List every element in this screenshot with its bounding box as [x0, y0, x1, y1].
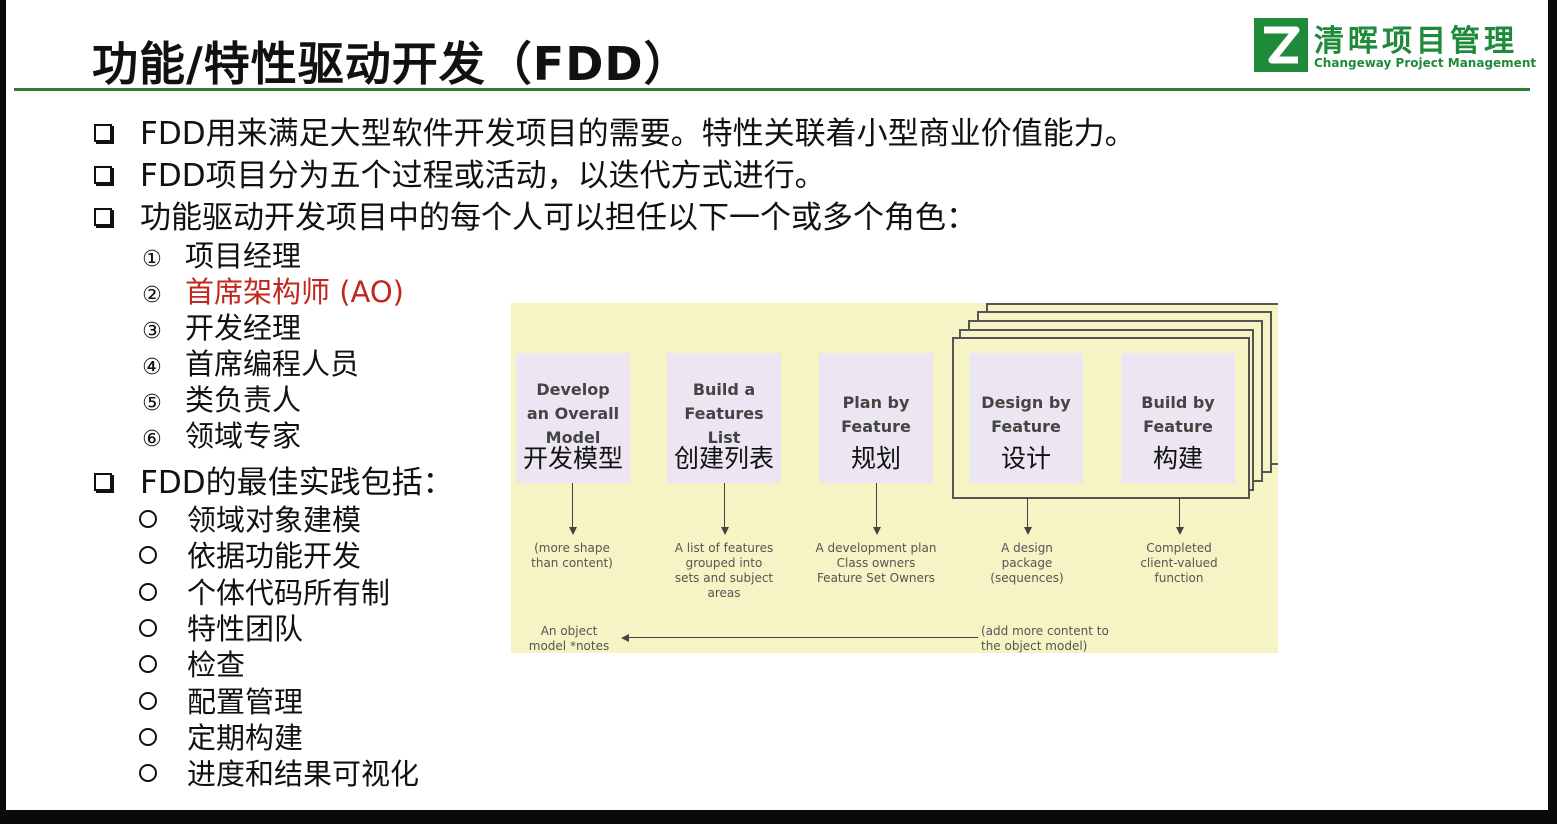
- arrow-left-icon: [621, 634, 629, 642]
- arrow-down-icon: [1176, 527, 1184, 535]
- company-logo: 清晖项目管理 Changeway Project Management: [1254, 18, 1536, 74]
- practice-item: 特性团队: [139, 611, 303, 647]
- arrow-line: [1179, 497, 1180, 528]
- arrow-down-icon: [721, 527, 729, 535]
- square-bullet-icon: [94, 472, 112, 491]
- circle-bullet-icon: [139, 764, 157, 782]
- circle-bullet-icon: [139, 692, 157, 710]
- slide: 功能/特性驱动开发（FDD） 清晖项目管理 Changeway Project …: [6, 0, 1548, 810]
- bullet-2: FDD项目分为五个过程或活动，以迭代方式进行。: [94, 156, 826, 196]
- circle-bullet-icon: [139, 546, 157, 564]
- circle-bullet-icon: [139, 510, 157, 528]
- logo-mark-icon: [1254, 18, 1308, 72]
- square-bullet-icon: [94, 123, 112, 142]
- arrow-down-icon: [1024, 527, 1032, 535]
- title-underline: [14, 88, 1530, 91]
- circle-bullet-icon: [139, 655, 157, 673]
- practice-item: 个体代码所有制: [139, 575, 390, 611]
- square-bullet-icon: [94, 165, 112, 184]
- bullet-4: FDD的最佳实践包括：: [94, 463, 454, 503]
- page-title: 功能/特性驱动开发（FDD）: [92, 37, 691, 91]
- circle-bullet-icon: [139, 619, 157, 637]
- bullet-3: 功能驱动开发项目中的每个人可以担任以下一个或多个角色：: [94, 198, 977, 238]
- practice-item: 领域对象建模: [139, 502, 361, 538]
- circle-bullet-icon: [139, 728, 157, 746]
- practice-item: 定期构建: [139, 720, 303, 756]
- feedback-arrow-line: [628, 637, 978, 638]
- practice-item: 依据功能开发: [139, 538, 361, 574]
- arrow-line: [1027, 497, 1028, 528]
- practice-item: 检查: [139, 647, 245, 683]
- arrow-line: [724, 483, 725, 528]
- practice-item: 进度和结果可视化: [139, 756, 419, 792]
- square-bullet-icon: [94, 207, 112, 226]
- arrow-down-icon: [873, 527, 881, 535]
- circle-bullet-icon: [139, 583, 157, 601]
- logo-text-cn: 清晖项目管理: [1314, 24, 1518, 59]
- arrow-down-icon: [569, 527, 577, 535]
- practice-item: 配置管理: [139, 684, 303, 720]
- logo-text-en: Changeway Project Management: [1314, 56, 1537, 70]
- arrow-line: [876, 483, 877, 528]
- bullet-1: FDD用来满足大型软件开发项目的需要。特性关联着小型商业价值能力。: [94, 114, 1136, 154]
- arrow-line: [572, 483, 573, 528]
